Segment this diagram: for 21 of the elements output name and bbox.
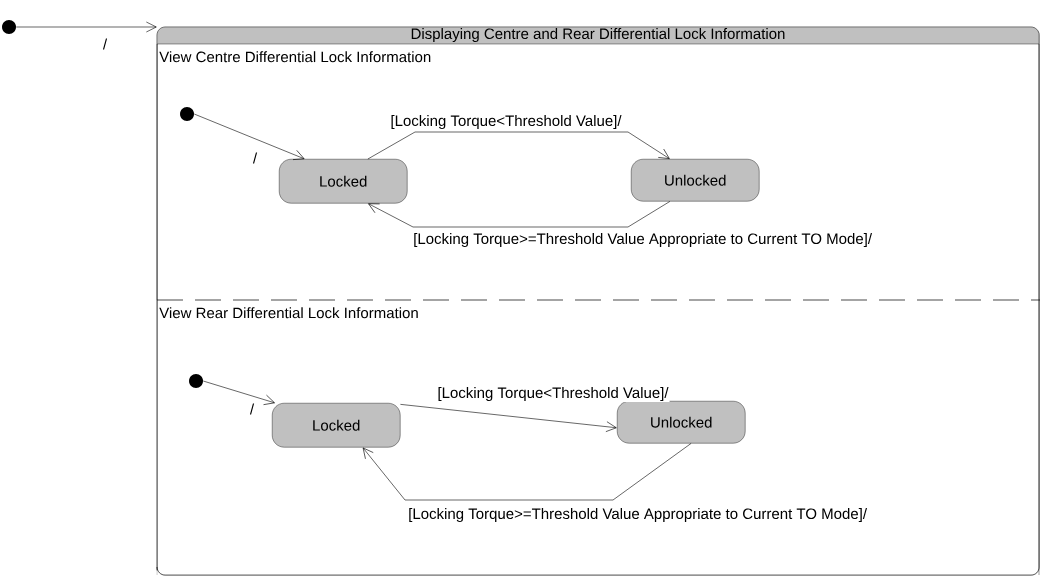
initial-state-dot [180, 107, 194, 121]
edge-label: / [101, 37, 109, 51]
edge-label: / [248, 402, 256, 416]
initial-state-dot [189, 374, 203, 388]
transition-arrow [193, 113, 305, 160]
state-box: Unlocked [631, 159, 760, 202]
edge-label: / [251, 151, 259, 165]
transition-arrow [362, 443, 692, 501]
edge-label: [Locking Torque>=Threshold Value Appropriate to Current TO Mode]/ [412, 232, 874, 248]
state-box: Locked [272, 403, 401, 448]
state-box: Unlocked [617, 401, 746, 444]
edge-label: [Locking Torque<Threshold Value]/ [389, 114, 623, 130]
edge-label: [Locking Torque>=Threshold Value Appropriate to Current TO Mode]/ [407, 507, 869, 523]
edge-label: [Locking Torque<Threshold Value]/ [436, 386, 670, 402]
state-box: Locked [279, 159, 408, 204]
transition-arrow [368, 201, 671, 228]
transition-arrow [400, 404, 617, 432]
transition-arrow [367, 131, 670, 160]
transition-arrow [202, 380, 275, 405]
initial-state-dot [2, 20, 16, 34]
transition-arrow [15, 21, 157, 33]
